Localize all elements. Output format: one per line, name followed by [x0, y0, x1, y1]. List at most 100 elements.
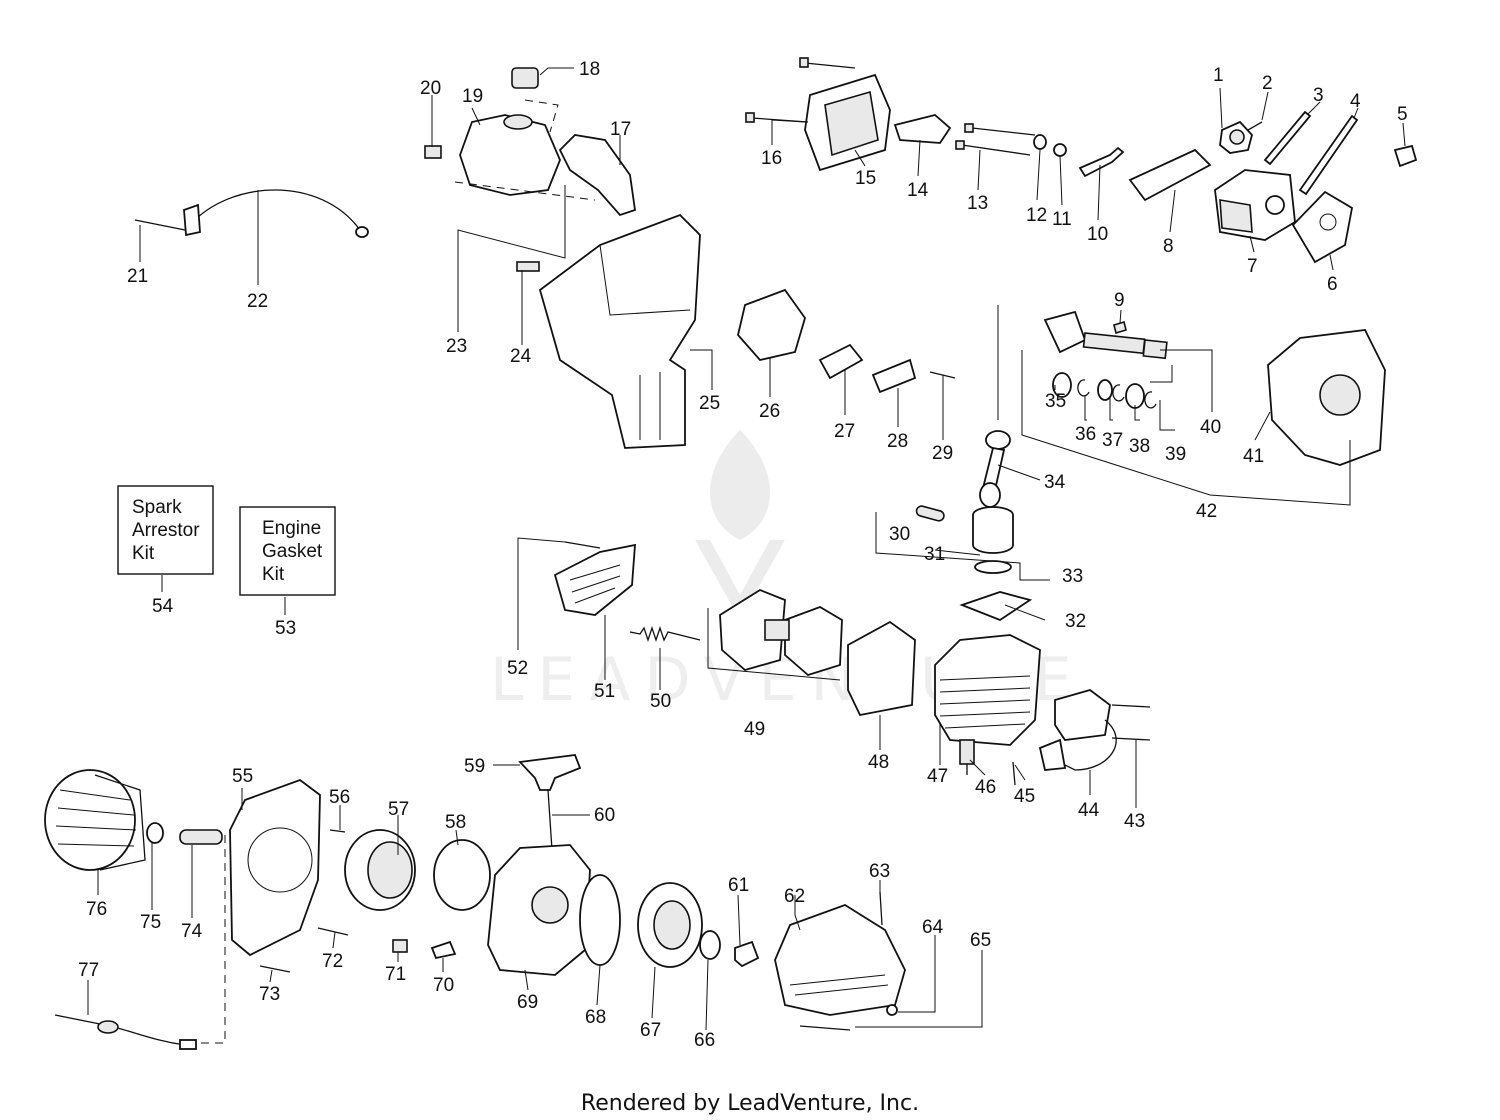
part-label-48: 48: [868, 752, 889, 773]
part-label-21: 21: [127, 266, 148, 287]
flywheel-drawing: [44, 769, 146, 871]
part-label-22: 22: [247, 291, 268, 312]
part-label-51: 51: [594, 681, 615, 702]
part-label-2: 2: [1262, 73, 1273, 94]
pulley-drawing: [344, 829, 416, 911]
part-label-68: 68: [585, 1007, 606, 1028]
part-label-55: 55: [232, 766, 253, 787]
part-label-72: 72: [322, 951, 343, 972]
part-28-drawing: [871, 358, 917, 394]
part-label-67: 67: [640, 1020, 661, 1041]
pawl-70-drawing: [430, 940, 457, 960]
engine-gasket-kit: Engine Gasket Kit 53: [239, 506, 336, 639]
spacer-14-drawing: [893, 114, 952, 144]
cylinder-gasket-drawing: [959, 591, 1033, 622]
engine-gasket-kit-line2: Gasket: [262, 541, 323, 562]
lever-10-drawing: [1078, 146, 1125, 178]
part-label-75: 75: [140, 912, 161, 933]
carb-gasket-drawing: [1291, 190, 1354, 264]
gasket-26-drawing: [737, 288, 806, 361]
part-label-56: 56: [329, 787, 350, 808]
plate-8-drawing: [1128, 148, 1212, 202]
plate-68-drawing: [579, 874, 621, 966]
part-label-50: 50: [650, 691, 671, 712]
part-label-29: 29: [932, 443, 953, 464]
part-label-49: 49: [744, 719, 765, 740]
part-label-25: 25: [699, 393, 720, 414]
clutch-drawing: [637, 882, 703, 968]
part-label-77: 77: [78, 960, 99, 981]
part-label-14: 14: [907, 180, 929, 201]
part-label-3: 3: [1313, 85, 1324, 106]
part-label-36: 36: [1075, 424, 1096, 445]
part-label-23: 23: [446, 336, 467, 357]
part-label-44: 44: [1078, 800, 1100, 821]
part-label-43: 43: [1124, 811, 1145, 832]
spring-50-drawing: [629, 625, 701, 643]
engine-gasket-kit-number: 53: [275, 618, 296, 639]
part-label-59: 59: [464, 756, 485, 777]
part-label-20: 20: [420, 78, 441, 99]
part-label-27: 27: [834, 421, 855, 442]
washer-75-drawing: [146, 822, 164, 844]
screw-73-drawing: [259, 965, 291, 973]
screw-20-drawing: [424, 145, 442, 159]
washer-66-drawing: [699, 930, 721, 960]
part-11-drawing: [1053, 143, 1067, 157]
part-label-4: 4: [1350, 91, 1361, 112]
part-label-73: 73: [259, 984, 280, 1005]
muffler-cover-drawing: [553, 543, 636, 616]
screw-2-drawing: [1247, 121, 1263, 131]
part-label-18: 18: [579, 59, 600, 80]
part-label-60: 60: [594, 805, 615, 826]
part-label-47: 47: [927, 766, 948, 787]
piston-drawing: [972, 506, 1014, 554]
fuel-cap-drawing: [511, 67, 539, 89]
footer-credit: Rendered by LeadVenture, Inc.: [581, 1091, 919, 1116]
part-label-45: 45: [1014, 786, 1035, 807]
part-label-66: 66: [694, 1030, 715, 1051]
part-label-57: 57: [388, 799, 409, 820]
fuel-tank-drawing: [459, 114, 561, 196]
key-9-drawing: [1113, 320, 1127, 335]
screw-52-drawing: [564, 541, 601, 549]
part-label-30: 30: [889, 524, 910, 545]
part-label-64: 64: [922, 917, 944, 938]
fan-housing-drawing: [229, 778, 321, 957]
part-label-52: 52: [507, 658, 528, 679]
part-label-33: 33: [1062, 566, 1083, 587]
part-label-8: 8: [1163, 236, 1174, 257]
ignition-module-drawing: [1038, 689, 1117, 771]
part-label-63: 63: [869, 861, 890, 882]
part-label-9: 9: [1114, 290, 1125, 311]
part-label-34: 34: [1044, 472, 1066, 493]
spark-arrestor-kit-number: 54: [152, 596, 174, 617]
screws-43-drawing: [1111, 704, 1151, 708]
part-label-69: 69: [517, 992, 538, 1013]
part-drawings: [44, 57, 1418, 1050]
air-filter-housing-drawing: [804, 73, 891, 172]
part-label-42: 42: [1196, 501, 1217, 522]
part-label-65: 65: [970, 930, 991, 951]
screw-24-drawing: [516, 261, 540, 272]
part-label-62: 62: [784, 886, 805, 907]
starter-housing-drawing: [487, 844, 591, 976]
recoil-spring-drawing: [433, 839, 491, 911]
spark-arrestor-kit-line3: Kit: [132, 543, 155, 564]
nut-64-drawing: [886, 1004, 898, 1016]
ignition-wire-drawing: [134, 189, 369, 238]
part-label-28: 28: [887, 431, 908, 452]
leader-lines: [87, 67, 1406, 1044]
part-label-37: 37: [1102, 430, 1123, 451]
engine-shroud-drawing: [538, 213, 701, 449]
part-label-41: 41: [1243, 446, 1264, 467]
washer-12-drawing: [1033, 134, 1047, 150]
fuel-line-3-drawing: [1263, 110, 1312, 166]
screw-45-drawing: [1012, 761, 1016, 786]
cylinder-drawing: [934, 634, 1041, 746]
crankcase-drawing: [1267, 329, 1386, 466]
screw-71-drawing: [392, 939, 408, 953]
part-label-10: 10: [1087, 224, 1108, 245]
part-label-61: 61: [728, 875, 749, 896]
